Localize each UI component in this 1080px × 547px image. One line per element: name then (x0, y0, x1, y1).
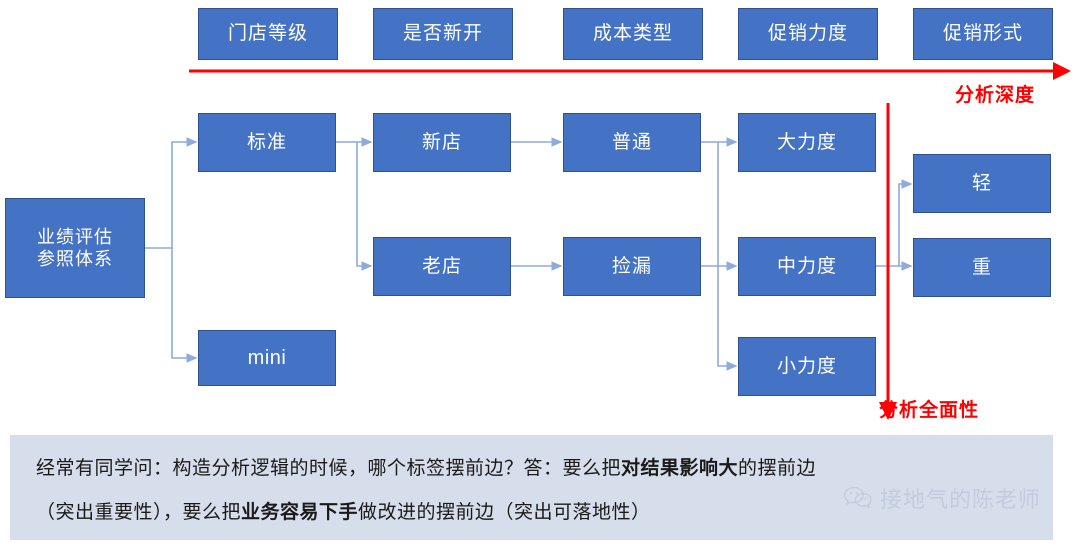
header-box-is-new[interactable]: 是否新开 (373, 8, 513, 60)
node-level-standard[interactable]: 标准 (198, 113, 336, 172)
banner-line-1-part-c: 的摆前边 (738, 458, 817, 479)
node-newness-new-store[interactable]: 新店 (373, 113, 511, 172)
watermark: 接地气的陈老师 (843, 482, 1041, 514)
banner-line-1-part-a: 经常有同学问：构造分析逻辑的时候，哪个标签摆前边？答：要么把 (36, 458, 622, 479)
node-promo-form-heavy[interactable]: 重 (913, 238, 1051, 297)
banner-line-2-part-c: 做改进的摆前边（突出可落地性） (358, 502, 651, 523)
node-promo-strength-high[interactable]: 大力度 (738, 113, 876, 172)
node-cost-normal[interactable]: 普通 (563, 113, 701, 172)
coverage-axis-label: 分析全面性 (879, 400, 980, 421)
banner-line-2: （突出重要性），要么把业务容易下手做改进的摆前边（突出可落地性） (36, 491, 1027, 535)
header-box-store-level[interactable]: 门店等级 (198, 8, 338, 60)
banner-line-2-emphasis: 业务容易下手 (241, 502, 359, 523)
node-promo-form-light[interactable]: 轻 (913, 154, 1051, 213)
header-box-promo-strength[interactable]: 促销力度 (738, 8, 878, 60)
node-cost-bargain[interactable]: 捡漏 (563, 237, 701, 296)
banner-line-1: 经常有同学问：构造分析逻辑的时候，哪个标签摆前边？答：要么把对结果影响大的摆前边 (36, 447, 1027, 491)
node-root-evaluation-system[interactable]: 业绩评估 参照体系 (5, 198, 145, 298)
node-newness-old-store[interactable]: 老店 (373, 237, 511, 296)
header-box-cost-type[interactable]: 成本类型 (563, 8, 703, 60)
node-level-mini[interactable]: mini (198, 330, 336, 386)
depth-axis-label: 分析深度 (955, 85, 1036, 106)
header-box-promo-form[interactable]: 促销形式 (913, 8, 1053, 60)
node-promo-strength-low[interactable]: 小力度 (738, 337, 876, 396)
watermark-text: 接地气的陈老师 (880, 487, 1042, 512)
banner-line-1-emphasis: 对结果影响大 (621, 458, 739, 479)
explanation-banner: 经常有同学问：构造分析逻辑的时候，哪个标签摆前边？答：要么把对结果影响大的摆前边… (10, 435, 1053, 540)
banner-line-2-part-a: （突出重要性），要么把 (36, 502, 242, 523)
node-promo-strength-medium[interactable]: 中力度 (738, 237, 876, 296)
wechat-icon (843, 485, 873, 511)
